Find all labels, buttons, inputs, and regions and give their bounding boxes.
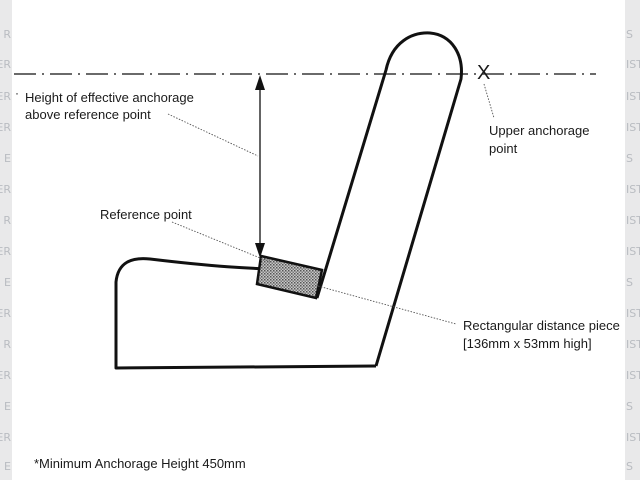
arrowhead-up-icon [255, 75, 265, 90]
watermark-text: ER [0, 431, 11, 444]
watermark-text: DER [0, 369, 11, 382]
watermark-text: E [4, 460, 11, 473]
watermark-text: R [3, 214, 11, 227]
watermark-text: IST [626, 369, 640, 382]
watermark-text: IST [626, 121, 640, 134]
watermark-text: IST [626, 90, 640, 103]
watermark-text: S [626, 400, 633, 413]
watermark-text: ER [0, 245, 11, 258]
watermark-text: IST [626, 338, 640, 351]
seat-cushion-outline [114, 257, 377, 370]
watermark-text: IST [626, 245, 640, 258]
distance-piece [255, 254, 324, 300]
watermark-text: R [3, 28, 11, 41]
leader-reference [171, 221, 271, 263]
watermark-text: E [4, 152, 11, 165]
watermark-text: ER [0, 58, 11, 71]
leader-distance-piece [317, 285, 457, 325]
watermark-text: E [4, 400, 11, 413]
watermark-text: ER [0, 121, 11, 134]
leader-upper-anchorage [483, 83, 495, 119]
watermark-text: E [4, 276, 11, 289]
watermark-text: DER [0, 90, 11, 103]
seat-back-outline [315, 31, 463, 367]
watermark-text: S [626, 28, 633, 41]
watermark-text: S [626, 460, 633, 473]
watermark-text: DER [0, 183, 11, 196]
upper-anchorage-mark: X [477, 62, 491, 84]
watermark-text: ER [0, 307, 11, 320]
watermark-text: IST [626, 58, 640, 71]
upper-anchorage-label-line1: Upper anchorage [489, 123, 590, 138]
footnote-text: *Minimum Anchorage Height 450mm [34, 456, 246, 471]
watermark-text: IST [626, 183, 640, 196]
left-watermark-strip: R ER DER ER E DER R ER E ER R DER E ER E [0, 0, 12, 480]
leader-height [167, 113, 259, 157]
watermark-text: R [3, 338, 11, 351]
right-watermark-strip: S IST IST IST S IST IST IST S IST IST IS… [625, 0, 640, 480]
height-label-line2: above reference point [25, 107, 151, 122]
watermark-text: S [626, 276, 633, 289]
watermark-text: IST [626, 307, 640, 320]
height-label-line1: Height of effective anchorage [25, 90, 194, 105]
watermark-text: IST [626, 214, 640, 227]
arrowhead-down-icon [255, 243, 265, 258]
reference-point-label: Reference point [100, 207, 192, 222]
distance-piece-label-line1: Rectangular distance piece [463, 318, 620, 333]
footnote-marker: · [15, 86, 19, 100]
watermark-text: IST [626, 431, 640, 444]
distance-piece-label-line2: [136mm x 53mm high] [463, 336, 592, 351]
watermark-text: S [626, 152, 633, 165]
upper-anchorage-label-line2: point [489, 141, 518, 156]
